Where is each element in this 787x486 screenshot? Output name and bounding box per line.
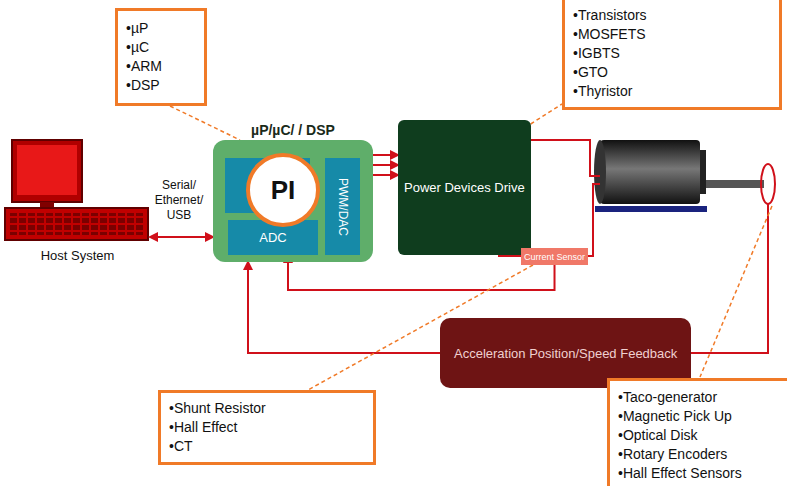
node-text: •CT (169, 437, 363, 456)
node-text: Acceleration Position/Speed Feedback (454, 345, 677, 362)
node-text: •Optical Disk (618, 426, 784, 445)
host-system: Host System (5, 135, 150, 265)
callout-box: •Shunt Resistor•Hall Effect•CT (158, 390, 376, 465)
leader-line (700, 206, 772, 377)
controller-box: µP/µC/ / DSPPIADCPWM/DAC (213, 140, 373, 262)
node-text: ADC (259, 230, 286, 245)
callout-box: •Taco-generator•Magnetic Pick Up•Optical… (607, 378, 787, 486)
signal-line (373, 164, 398, 166)
callout-box: •µP•µC•ARM•DSP (115, 8, 207, 106)
node-text: •Shunt Resistor (169, 399, 363, 418)
node-text: •Transistors (573, 6, 769, 25)
leader-line (170, 106, 240, 140)
leader-line (170, 106, 240, 140)
signal-line (248, 262, 440, 353)
current-sensor-box: Current Sensor (521, 248, 588, 265)
node-text: •Hall Effect (169, 418, 363, 437)
pi-circle: PI (246, 153, 320, 227)
node-text: Power Devices Drive (404, 179, 525, 196)
node-text: Host System (41, 248, 115, 263)
node-text: PWM/DAC (336, 178, 350, 236)
signal-arrow (373, 155, 398, 175)
node-text: •GTO (573, 63, 769, 82)
signal-arrow (150, 237, 213, 238)
pwm-dac-block: PWM/DAC (325, 158, 360, 255)
node-text: •IGBTS (573, 44, 769, 63)
callout-box: •Transistors•MOSFETS•IGBTS•GTO•Thyristor (562, 0, 782, 110)
edge-label: Serial/ Ethernet/ USB (148, 178, 210, 223)
node-text: •Taco-generator (618, 388, 784, 407)
node-text: PI (271, 175, 296, 206)
signal-line (373, 174, 398, 176)
node-text: •Magnetic Pick Up (618, 407, 784, 426)
node-text: Current Sensor (524, 252, 585, 262)
signal-line (373, 154, 398, 156)
node-text: •µP (126, 19, 194, 38)
node-title: µP/µC/ / DSP (203, 122, 383, 138)
node-text: •Rotary Encoders (618, 445, 784, 464)
power-drive-box: Power Devices Drive (398, 120, 531, 255)
node-text: •Hall Effect Sensors (618, 464, 784, 483)
leader-line (531, 104, 562, 124)
node-text: •µC (126, 38, 194, 57)
node-text: •ARM (126, 57, 194, 76)
signal-line (150, 236, 213, 238)
node-text: •Thyristor (573, 82, 769, 101)
host-computer (5, 140, 148, 240)
motor (594, 140, 775, 212)
node-text: •DSP (126, 76, 194, 95)
leader-line (531, 104, 562, 124)
signal-arrow (248, 262, 440, 353)
node-text: •MOSFETS (573, 25, 769, 44)
